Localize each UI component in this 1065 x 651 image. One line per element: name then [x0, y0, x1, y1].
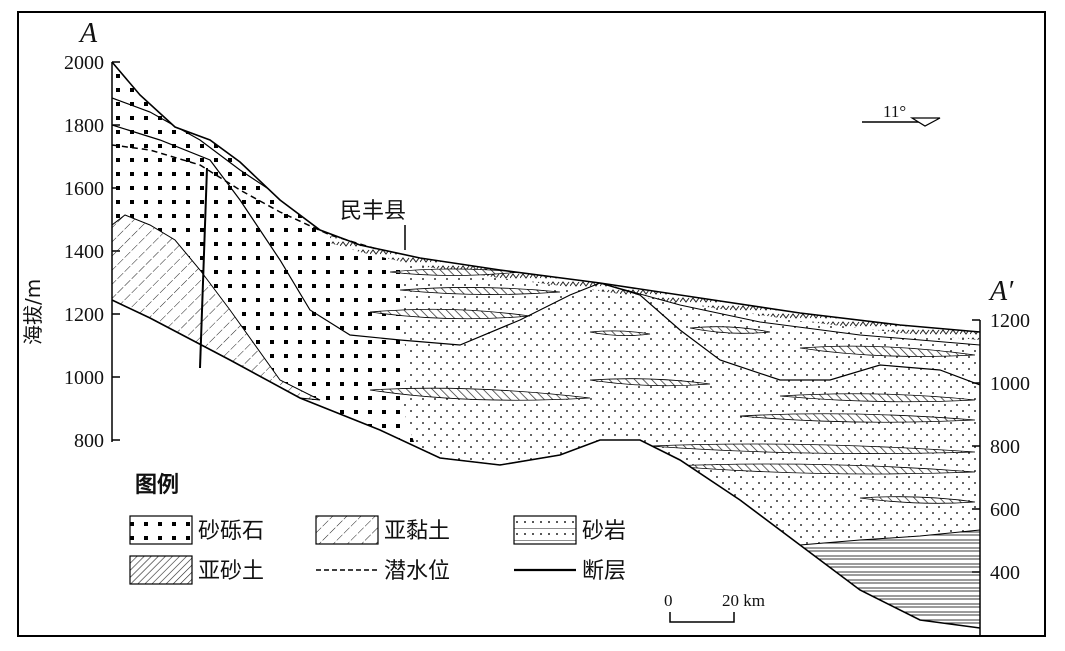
legend-label-sandstone: 砂岩: [582, 519, 626, 544]
town-label: 民丰县: [340, 199, 406, 224]
left-axis-tick-label: 1200: [64, 304, 104, 326]
surface-crust: [330, 236, 980, 340]
legend-label-water-table: 潜水位: [384, 559, 450, 584]
section-end-label: A′: [988, 276, 1014, 307]
left-axis-tick-label: 2000: [64, 52, 104, 74]
left-axis-tick-label: 1800: [64, 115, 104, 137]
legend-label-fault: 断层: [582, 559, 626, 584]
right-axis-tick-label: 800: [990, 436, 1020, 458]
north-arrow: 11°: [862, 102, 941, 127]
scale-bar-start: 0: [664, 591, 673, 610]
scale-bar: 0 20 km: [664, 591, 765, 623]
right-axis-tick-label: 1000: [990, 373, 1030, 395]
legend-label-sandy-gravel: 砂砾石: [198, 519, 264, 544]
section-start-label: A: [78, 18, 98, 49]
figure-frame: [17, 11, 1046, 637]
legend-swatch-sandy-loam: [129, 555, 193, 585]
right-axis-tick-label: 400: [990, 562, 1020, 584]
scale-bar-end: 20 km: [722, 591, 765, 610]
deep-lined-unit: [800, 530, 980, 628]
right-axis-tick-label: 1200: [990, 310, 1030, 332]
right-axis-tick-label: 600: [990, 499, 1020, 521]
right-elevation-axis: 1200 1000 800 600 400: [972, 310, 1030, 636]
legend: 图例 砂砾石 亚黏土 砂岩 亚砂土 潜水位 断层: [129, 473, 626, 585]
left-axis-tick-label: 1400: [64, 241, 104, 263]
internal-boundary: [112, 124, 980, 386]
legend-swatch-sub-clay: [315, 515, 379, 545]
legend-label-sub-clay: 亚黏土: [384, 519, 450, 544]
left-axis-tick-label: 1000: [64, 367, 104, 389]
left-axis-tick-label: 800: [74, 430, 104, 452]
lower-unit-top: [799, 529, 980, 546]
sandy-loam-lenses: [369, 268, 976, 504]
bedrock-base-line: [111, 299, 981, 629]
left-axis-title: 海拔/m: [21, 279, 45, 345]
legend-title: 图例: [135, 473, 179, 498]
legend-swatch-sandy-gravel: [129, 515, 193, 545]
ground-surface-line: [111, 61, 981, 333]
north-arrow-label: 11°: [883, 102, 906, 121]
shallow-boundary: [599, 282, 980, 346]
left-elevation-axis: 2000 1800 1600 1400 1200 1000 800 海拔/m: [21, 52, 120, 452]
left-axis-tick-label: 1600: [64, 178, 104, 200]
sandy-gravel-layer: [112, 62, 420, 460]
legend-label-sandy-loam: 亚砂土: [198, 559, 264, 584]
legend-swatch-sandstone: [513, 515, 577, 545]
fault-line: [199, 167, 208, 369]
